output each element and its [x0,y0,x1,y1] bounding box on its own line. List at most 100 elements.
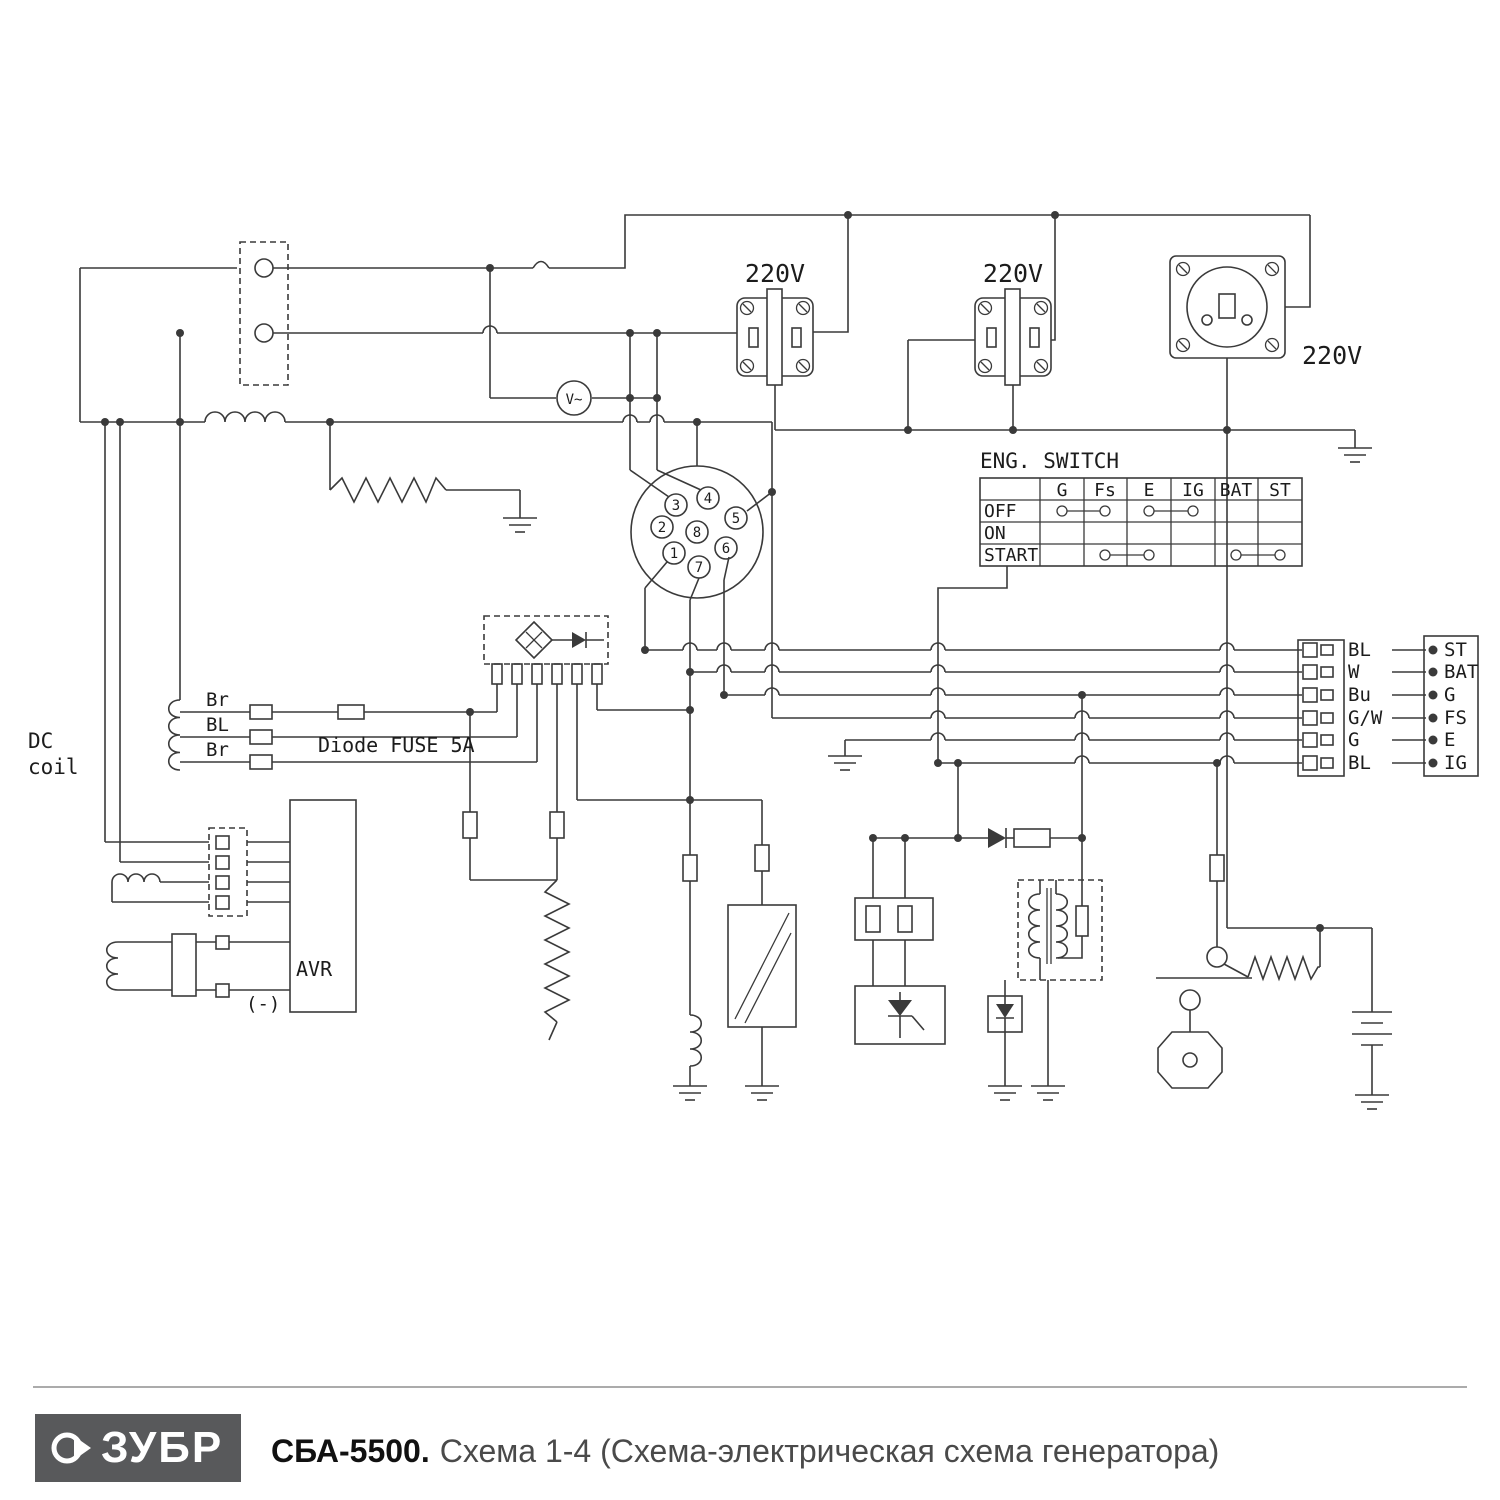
dc-coil-label-line2: coil [28,755,79,779]
terminal-strip [1423,635,1479,777]
socket3-label: 220V [1302,341,1362,370]
dc-coil-harness: DC coil Br BL Br Diode FUSE 5A [28,689,537,779]
rectifier-module [462,615,762,881]
bundle-label-gw: G/W [1348,707,1383,729]
wire-label-br-1: Br [206,689,229,711]
diode-symbol [988,828,1006,848]
voltmeter: V~ [490,380,657,416]
breaker-box [239,241,289,386]
cdi-module [854,695,1083,1045]
discharge-resistor [543,879,571,1041]
ground-symbol [827,755,863,771]
row-start: START [984,545,1038,566]
relay-spring [1247,954,1320,982]
wire-crossing-hops [482,325,1235,764]
zubr-logo-mark [51,1432,91,1464]
pin-1: 1 [670,546,678,562]
col-g: G [1057,480,1068,501]
socket2-label: 220V [983,259,1043,288]
inline-connector [682,854,698,882]
pin-4: 4 [704,491,712,507]
ground-symbol [1354,1094,1390,1110]
caption-subtitle: Схема 1-4 (Схема-электрическая схема ген… [439,1433,1220,1469]
terminal-label-e: E [1444,729,1455,751]
pin-3: 3 [672,498,680,514]
pin-2: 2 [658,520,666,536]
bundle-label-bl-top: BL [1348,639,1371,661]
field-resistor [329,476,447,504]
sensing-coil [105,941,119,991]
junction-dots [101,211,1324,932]
voltmeter-label: V~ [566,392,583,408]
capacitor-block [171,933,197,997]
socket-outlet-1: 220V [737,215,849,430]
avr-box [289,799,357,1013]
ground-symbol [987,1085,1023,1101]
bundle-connector-housing [1297,639,1345,777]
ignition-coil [727,800,797,1101]
terminal-label-st: ST [1444,639,1467,661]
terminal-label-g: G [1444,684,1455,706]
thyristor-symbol [888,1000,912,1016]
ground-symbol [672,1085,708,1101]
inline-connector [462,811,478,839]
dc-coil-label-line1: DC [28,729,53,753]
eng-switch-table: ENG. SWITCH G Fs E IG BAT ST OFF ON STAR… [937,449,1303,763]
diode-symbol [572,632,586,648]
choke-inductor [672,854,708,1101]
zubr-logo-text: ЗУБР [101,1423,224,1472]
avr-module: AVR (-) [105,799,357,1015]
dc-coil-winding [167,699,181,771]
bundle-label-w: W [1348,661,1360,683]
scr-box [854,985,946,1045]
fuse-label: Diode FUSE 5A [318,733,475,757]
avr-label: AVR [296,957,333,981]
diode-symbol [996,1004,1014,1018]
eng-switch-title: ENG. SWITCH [980,449,1119,473]
fuse-symbol [337,704,365,720]
fuse-break-symbol [532,260,550,269]
wire-bundle [482,325,1302,771]
bundle-label-bl-bottom: BL [1348,752,1371,774]
pin-7: 7 [695,560,703,576]
starter-motor [1157,1010,1223,1089]
voltmeter-dial [556,380,592,416]
footer-caption: СБА-5500.Схема 1-4 (Схема-электрическая … [271,1433,1219,1470]
ground-symbol [1337,447,1373,463]
schematic-canvas: V~ 220V 220V 220V ENG. SWITCH [28,211,1479,1110]
pin-6: 6 [722,541,730,557]
bridge-rectifier [514,620,554,660]
wire-label-br-2: Br [206,739,229,761]
transformer [987,879,1103,1101]
zubr-logo: ЗУБР [35,1414,241,1482]
stator-winding-coil [204,411,286,423]
inline-connector [1209,854,1225,882]
minus-label: (-) [246,993,280,1015]
inline-connector [754,844,770,872]
col-st: ST [1269,480,1291,501]
footer-separator [33,1386,1467,1388]
model-number: СБА-5500. [271,1433,430,1469]
terminal-label-fs: FS [1444,707,1467,729]
socket1-label: 220V [745,259,805,288]
ground-symbol [502,517,538,533]
switch-contacts-off [1056,505,1199,517]
battery [1352,1011,1392,1110]
col-bat: BAT [1220,480,1253,501]
pin-8: 8 [693,525,701,541]
bundle-label-g: G [1348,729,1359,751]
pin-5: 5 [732,511,740,527]
socket-outlet-3: 220V [1169,215,1362,430]
col-e: E [1144,480,1155,501]
starter-relay [1156,763,1320,1011]
pin-connector: 1 2 3 4 5 6 7 8 [629,465,773,1015]
ground-symbol [1030,1085,1066,1101]
row-on: ON [984,523,1006,544]
terminal-label-bat: BAT [1444,661,1478,683]
socket-outlet-2: 220V [907,215,1056,430]
col-ig: IG [1182,480,1204,501]
col-fs: Fs [1094,480,1116,501]
wire-label-bl: BL [206,714,229,736]
bundle-label-bu: Bu [1348,684,1371,706]
terminal-block: BL W Bu G/W G BL ST BAT G FS E IG [1297,635,1479,777]
